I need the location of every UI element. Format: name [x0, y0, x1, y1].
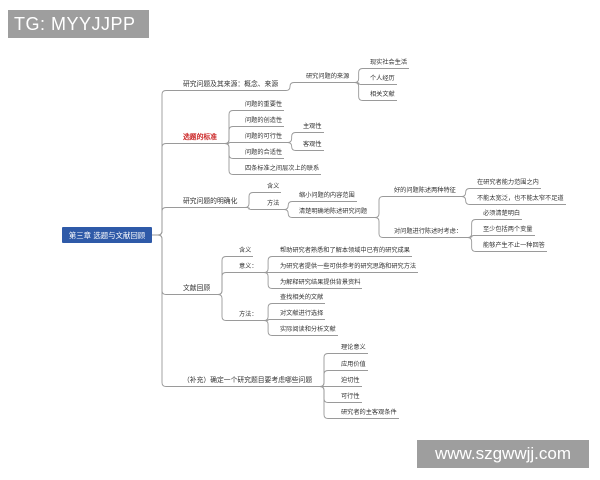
- connector-b5-c2: [314, 370, 339, 387]
- connector-b4-significance: [212, 272, 237, 295]
- node-b3-m2-a2[interactable]: 不能太宽泛，也不能太窄不足道: [475, 194, 566, 205]
- connector-b4-s3: [260, 272, 278, 289]
- connector-b3-m2-b2: [464, 235, 481, 238]
- node-b2-c3-b[interactable]: 客观性: [301, 140, 324, 151]
- node-b3-m2-a1[interactable]: 在研究者能力范围之内: [475, 178, 541, 189]
- connector-b3-meaning: [239, 192, 265, 208]
- node-b5-c4[interactable]: 可行性: [339, 392, 362, 403]
- connector-b2-c3-b: [284, 142, 301, 151]
- node-b3-m2-b1[interactable]: 必须清楚明白: [481, 209, 523, 220]
- connector-b4-s1: [260, 256, 278, 273]
- node-b4-s1[interactable]: 帮助研究者熟悉和了解本领域中已有的研究成果: [278, 246, 412, 257]
- node-b2-c1[interactable]: 问题的重要性: [243, 100, 285, 111]
- connector-b4-meaning: [212, 256, 237, 295]
- node-b5[interactable]: （补充）确定一个研究题目要考虑哪些问题: [181, 376, 315, 387]
- node-b3-method[interactable]: 方法: [265, 199, 282, 210]
- node-b4[interactable]: 文献回顾: [181, 284, 213, 295]
- node-b4-m2[interactable]: 对文献进行选择: [278, 309, 326, 320]
- node-b2-c3-a[interactable]: 主观性: [301, 122, 324, 133]
- node-b4-s2[interactable]: 为研究者提供一些可供参考的研究思路和研究方法: [278, 262, 419, 273]
- connector-b4-m1: [260, 303, 278, 321]
- node-b3-m2-a[interactable]: 好的问题陈述两种特征: [392, 186, 458, 197]
- node-b2-c2[interactable]: 问题的创造性: [243, 116, 285, 127]
- connector-b5-c5: [314, 386, 339, 419]
- node-b2-c5[interactable]: 四条标准之间层次上的联系: [243, 164, 322, 175]
- connector-b3-m2: [281, 209, 297, 218]
- node-b5-c2[interactable]: 应用价值: [339, 360, 368, 371]
- node-b4-s3[interactable]: 为解释研究结果提供背景资料: [278, 278, 363, 289]
- node-b4-methods[interactable]: 方法：: [237, 310, 260, 321]
- watermark-top: TG: MYYJJPP: [8, 10, 149, 38]
- connector-b4-m2: [260, 319, 278, 321]
- connector-b5-c1: [314, 353, 339, 387]
- connector-b4-methods: [212, 294, 237, 321]
- node-b4-meaning[interactable]: 含义: [237, 246, 254, 257]
- node-b3-meaning[interactable]: 含义: [265, 182, 282, 193]
- connector-b2-c2: [219, 126, 243, 144]
- node-b1-source[interactable]: 研究问题的来源: [304, 72, 352, 83]
- node-b4-significance[interactable]: 意义：: [237, 262, 260, 273]
- mindmap-root[interactable]: 第三章 选题与文献回顾: [62, 227, 152, 243]
- connector-b3-m2-b3: [464, 237, 481, 252]
- connector-b1-source: [280, 82, 304, 91]
- connector-b1-s1: [351, 68, 368, 83]
- connector-b4: [152, 234, 181, 295]
- node-b5-c5[interactable]: 研究者的主客观条件: [339, 408, 399, 419]
- connector-b5-c4: [314, 386, 339, 403]
- watermark-bottom: www.szgwwjj.com: [417, 440, 589, 468]
- node-b1-s3[interactable]: 相关文献: [368, 90, 397, 101]
- node-b3[interactable]: 研究问题的明确化: [181, 197, 240, 208]
- node-b5-c3[interactable]: 迫切性: [339, 376, 362, 387]
- connector-b1-s3: [351, 82, 368, 101]
- node-b3-m2-b2[interactable]: 至少包括两个变量: [481, 225, 535, 236]
- node-b3-m1[interactable]: 缩小问题的内容范围: [297, 191, 357, 202]
- connector-b1: [152, 90, 181, 236]
- connector-b3-m2-a2: [458, 196, 475, 205]
- node-b2-c4[interactable]: 问题的合适性: [243, 148, 285, 159]
- node-b1-s2[interactable]: 个人经历: [368, 74, 397, 85]
- node-b2[interactable]: 选题的标准: [181, 133, 219, 144]
- connector-b3-m2-b1: [464, 219, 481, 238]
- connector-b4-m3: [260, 320, 278, 336]
- connector-b5: [152, 234, 181, 387]
- connector-b2-c4: [219, 143, 243, 159]
- node-b4-m1[interactable]: 查找相关的文献: [278, 293, 326, 304]
- node-b1-s1[interactable]: 现实社会生活: [368, 58, 410, 69]
- connector-b3-m1: [281, 201, 297, 210]
- connector-b3: [152, 207, 181, 236]
- connector-b2-c3: [219, 142, 243, 144]
- node-b1[interactable]: 研究问题及其来源：概念、来源: [181, 80, 281, 91]
- connector-b3-m2-a: [369, 196, 392, 218]
- node-b5-c1[interactable]: 理论意义: [339, 343, 368, 354]
- connector-b1-s2: [351, 82, 368, 85]
- connector-b2: [152, 143, 181, 236]
- connector-b3-m2-b: [369, 217, 392, 238]
- connector-b3-method: [239, 207, 265, 210]
- node-b3-m2[interactable]: 清楚明确地陈述研究问题: [297, 207, 370, 218]
- connector-b2-c3-a: [284, 132, 301, 143]
- node-b2-c3[interactable]: 问题的可行性: [243, 132, 285, 143]
- connector-b2-c5: [219, 143, 243, 175]
- node-b3-m2-b[interactable]: 对问题进行陈述时考虑：: [392, 227, 465, 238]
- connector-b3-m2-a1: [458, 188, 475, 197]
- node-b4-m3[interactable]: 实际阅读和分析文献: [278, 325, 338, 336]
- node-b3-m2-b3[interactable]: 能够产生不止一种回答: [481, 241, 547, 252]
